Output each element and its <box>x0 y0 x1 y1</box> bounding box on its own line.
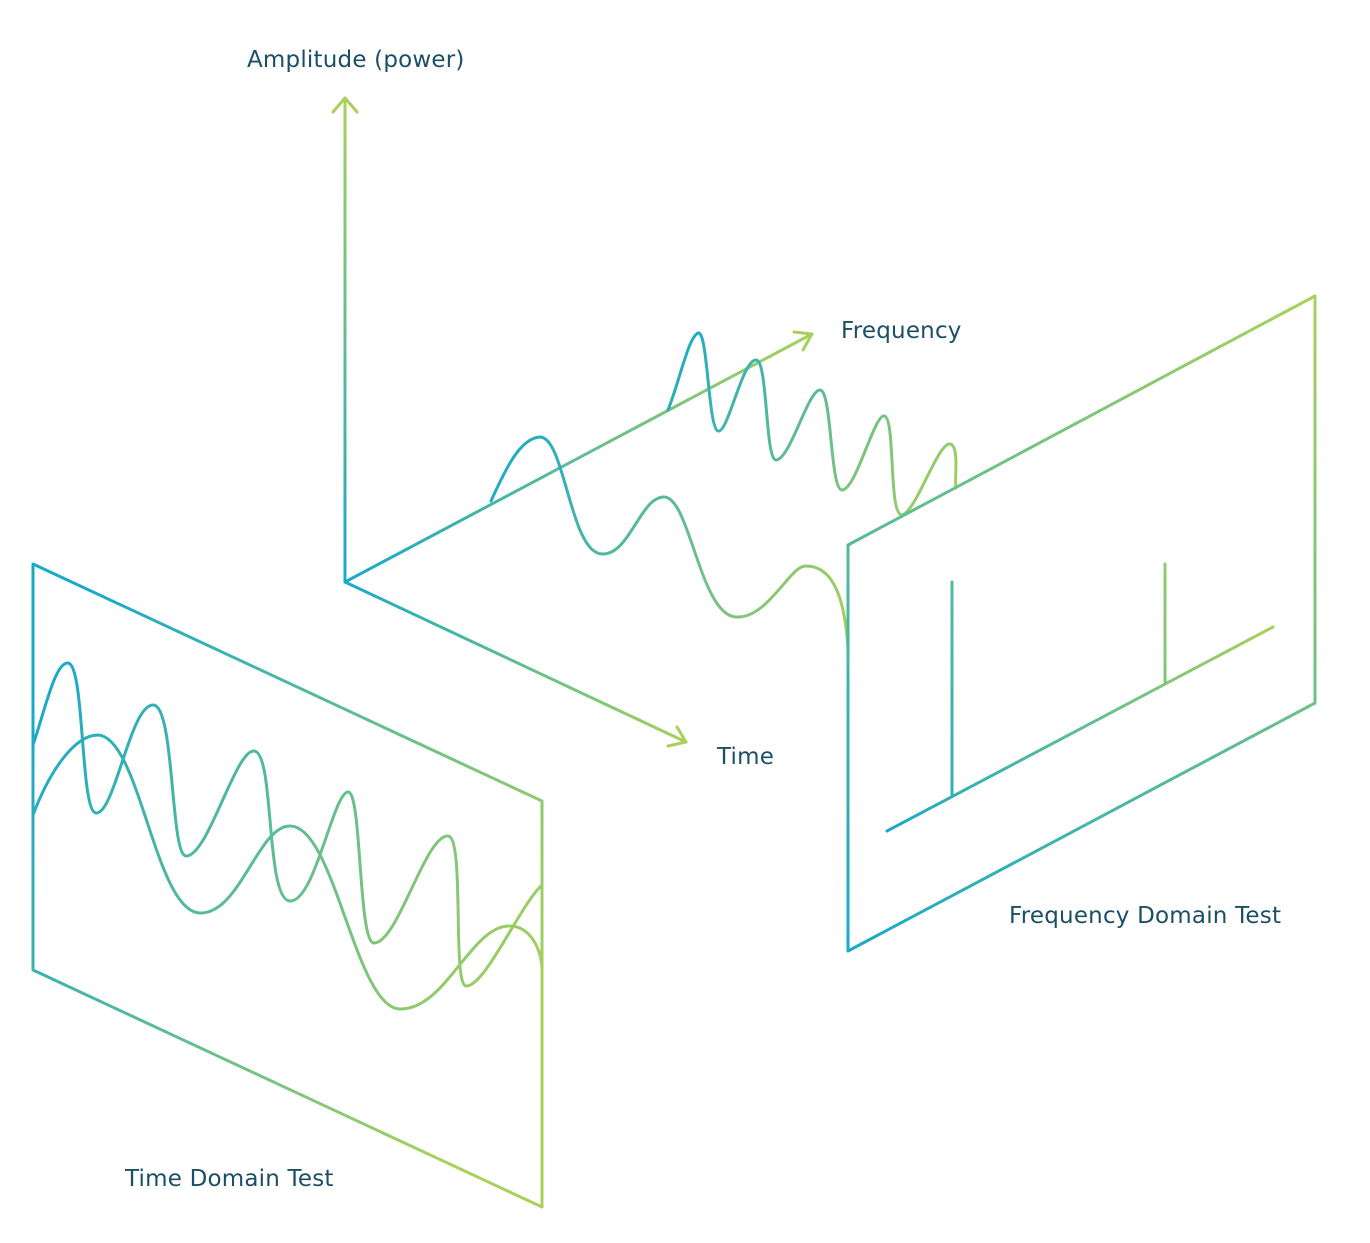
time-domain-wave-fast <box>31 661 544 988</box>
time-axis-label: Time <box>716 744 774 770</box>
time-domain-panel <box>31 562 544 1209</box>
time-domain-wave-slow <box>31 733 544 1011</box>
amplitude-axis <box>331 96 359 584</box>
frequency-axis-arrowhead <box>792 330 814 352</box>
frequency-domain-label: Frequency Domain Test <box>1009 903 1281 929</box>
frequency-domain-panel <box>846 294 1317 953</box>
frequency-axis <box>343 330 814 584</box>
time-plane-wave <box>489 435 850 650</box>
frequency-plane-wave <box>666 331 958 517</box>
time-axis-arrowhead <box>666 725 688 748</box>
amplitude-axis-label: Amplitude (power) <box>247 47 465 73</box>
frequency-axis-label: Frequency <box>841 318 962 344</box>
spectrum-baseline <box>885 625 1275 833</box>
time-domain-label: Time Domain Test <box>124 1166 334 1192</box>
amplitude-axis-arrowhead <box>331 96 359 114</box>
time-axis <box>343 580 688 748</box>
